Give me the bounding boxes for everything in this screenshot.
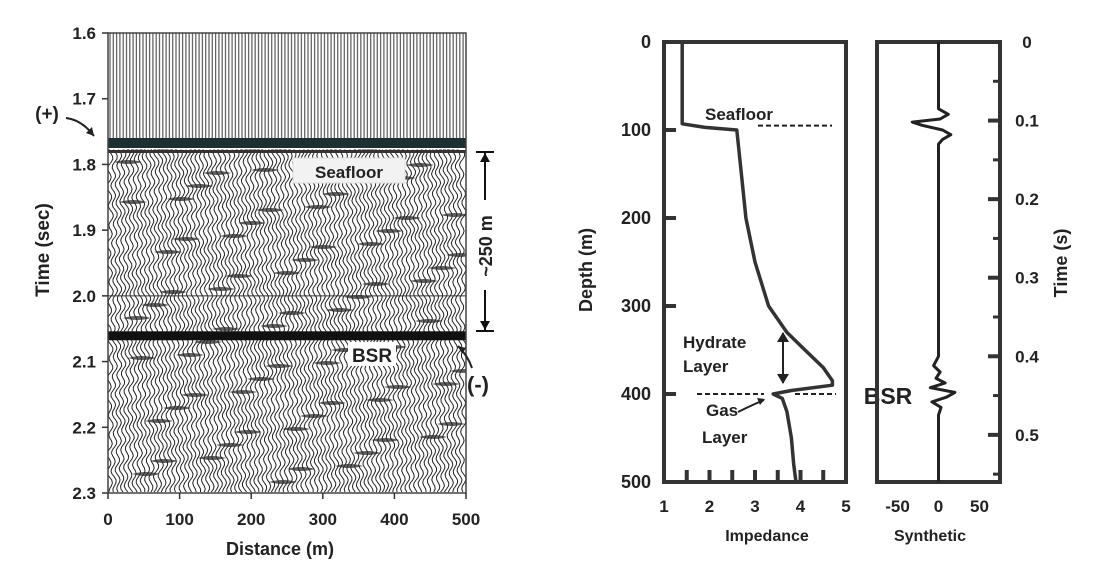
plus-arrowhead	[86, 127, 94, 136]
y-tick-label: 1.7	[72, 90, 96, 109]
minus-polarity-label: (-)	[467, 372, 489, 397]
depth-tick-label: 100	[621, 120, 651, 140]
hydrate-arrowhead-up	[777, 332, 789, 342]
impedance-tick-label: 2	[705, 497, 714, 516]
seafloor-reflector	[108, 138, 466, 148]
plus-polarity-label: (+)	[35, 104, 59, 125]
x-axis-title: Distance (m)	[226, 539, 334, 559]
amplitude-tick-label: -50	[885, 497, 910, 516]
seafloor-reflector-lower	[108, 150, 466, 153]
depth-tick-label: 500	[621, 472, 651, 492]
time-tick-label: 0	[1022, 33, 1031, 52]
impedance-bsr-label: BSR	[864, 383, 913, 409]
y-tick-label: 2.2	[72, 418, 96, 437]
hydrate-arrowhead-down	[777, 374, 789, 384]
y-axis-title: Time (sec)	[33, 203, 54, 297]
bsr-reflector	[108, 331, 466, 341]
time-tick-label: 0.4	[1015, 347, 1039, 366]
thickness-arrowhead-down	[480, 321, 490, 330]
x-tick-label: 0	[103, 510, 112, 529]
impedance-curve	[680, 42, 835, 483]
y-tick-label: 2.1	[72, 353, 96, 372]
x-tick-label: 200	[237, 510, 265, 529]
depth-tick-label: 300	[621, 296, 651, 316]
time-tick-label: 0.3	[1015, 269, 1039, 288]
seismic-section-panel: 1.6 1.7 1.8 1.9 2.0 2.1 2.2 2.3 0 100 200 300 400 500…	[33, 24, 496, 559]
synthetic-trace	[910, 42, 957, 482]
seismic-frame	[107, 32, 467, 494]
y-tick-label: 1.6	[72, 24, 96, 43]
x-tick-label: 400	[380, 510, 408, 529]
seafloor-label: Seafloor	[315, 163, 383, 182]
impedance-tick-label: 1	[659, 497, 668, 516]
impedance-seafloor-label: Seafloor	[705, 105, 773, 124]
gas-arrowhead	[757, 398, 765, 405]
y-tick-label: 2.3	[72, 484, 96, 503]
hydrate-label-line-2: Layer	[683, 357, 729, 376]
time-tick-label: 0.1	[1015, 112, 1039, 131]
thickness-arrowhead-up	[480, 153, 490, 162]
x-tick-label: 100	[165, 510, 193, 529]
x-tick-label: 500	[452, 510, 480, 529]
seismic-traces	[108, 33, 466, 493]
depth-axis-title: Depth (m)	[576, 228, 596, 312]
subsurface-traces	[108, 149, 466, 493]
time-axis-title: Time (s)	[1051, 229, 1071, 298]
minus-arrowhead	[458, 346, 466, 354]
thickness-label: ~250 m	[476, 215, 496, 277]
bsr-label: BSR	[352, 346, 392, 367]
hydrate-label-line-1: Hydrate	[683, 333, 746, 352]
depth-tick-label: 400	[621, 384, 651, 404]
impedance-tick-label: 3	[750, 497, 759, 516]
gas-label-line-2: Layer	[702, 428, 748, 447]
amplitude-tick-label: 50	[970, 497, 989, 516]
time-tick-label: 0.2	[1015, 190, 1039, 209]
amplitude-tick-label: 0	[934, 497, 943, 516]
impedance-axis-title: Impedance	[725, 528, 809, 545]
x-tick-label: 300	[309, 510, 337, 529]
seafloor-label-box	[292, 157, 406, 184]
depth-tick-label: 0	[641, 32, 651, 52]
bsr-label-box	[348, 342, 396, 366]
y-tick-label: 1.9	[72, 221, 96, 240]
time-tick-label: 0.5	[1015, 426, 1039, 445]
gas-label-line-1: Gas	[706, 401, 738, 420]
synthetic-axis-title: Synthetic	[894, 528, 966, 545]
y-tick-label: 2.0	[72, 287, 96, 306]
impedance-tick-label: 4	[796, 497, 806, 516]
y-tick-label: 1.8	[72, 155, 96, 174]
impedance-tick-label: 5	[841, 497, 850, 516]
depth-tick-label: 200	[621, 208, 651, 228]
water-column-traces	[109, 33, 464, 146]
